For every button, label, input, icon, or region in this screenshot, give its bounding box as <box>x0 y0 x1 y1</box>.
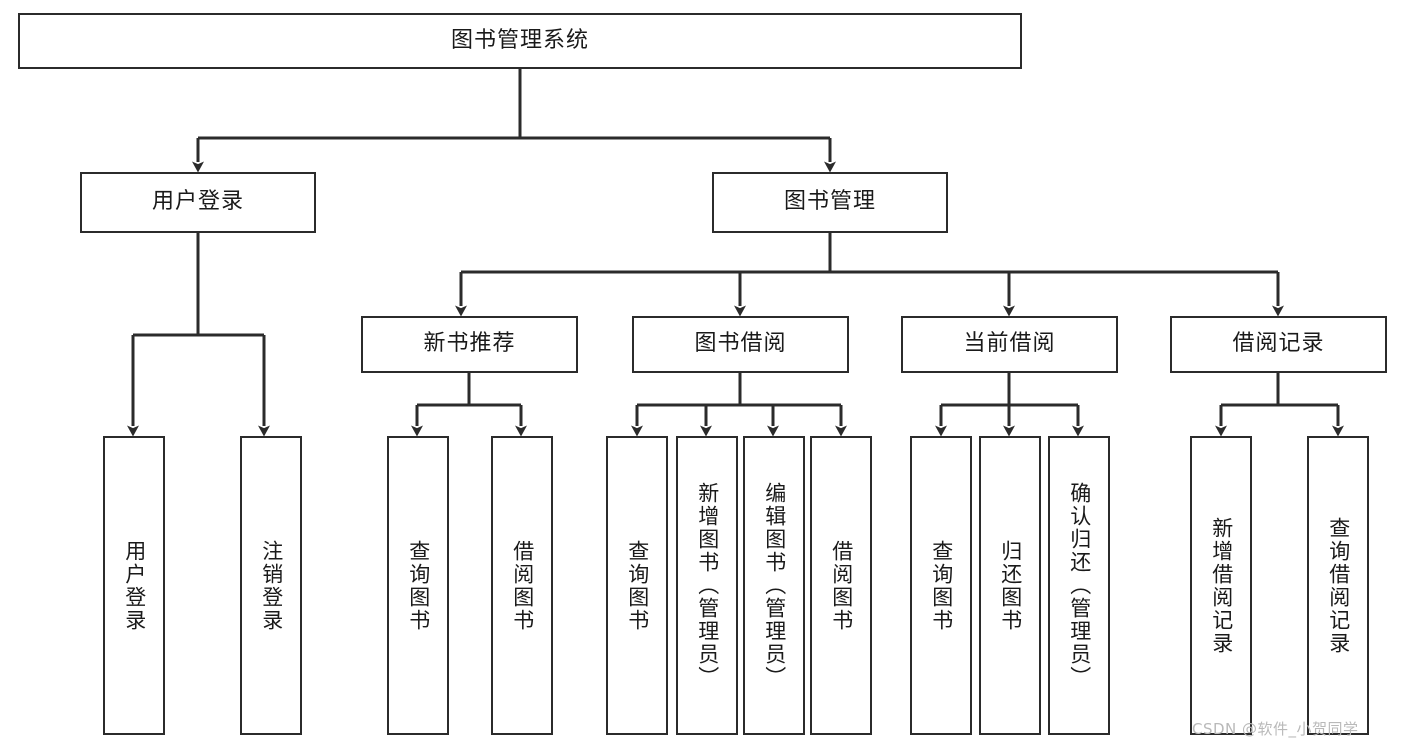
node-book-borrow-label: 图书借阅 <box>694 331 787 357</box>
node-leaf-add-record-label: 新增借阅记录 <box>1209 516 1234 655</box>
node-current-borrow-label: 当前借阅 <box>963 331 1056 357</box>
node-leaf-add-book[interactable]: 新增图书（管理员） <box>676 436 738 735</box>
node-leaf-add-record[interactable]: 新增借阅记录 <box>1190 436 1252 735</box>
node-leaf-query-book-1-label: 查询图书 <box>406 539 431 632</box>
node-leaf-user-logout-label: 注销登录 <box>259 539 284 632</box>
node-leaf-user-logout[interactable]: 注销登录 <box>240 436 302 735</box>
node-leaf-query-book-1[interactable]: 查询图书 <box>387 436 449 735</box>
node-leaf-return-book-label: 归还图书 <box>998 539 1023 632</box>
node-leaf-query-record-label: 查询借阅记录 <box>1326 516 1351 655</box>
node-leaf-borrow-book-1-label: 借阅图书 <box>510 539 535 632</box>
watermark-text: CSDN @软件_小贺同学 <box>1192 720 1359 738</box>
node-borrow-record[interactable]: 借阅记录 <box>1170 316 1387 373</box>
node-leaf-borrow-book-2[interactable]: 借阅图书 <box>810 436 872 735</box>
node-current-borrow[interactable]: 当前借阅 <box>901 316 1118 373</box>
node-leaf-query-book-3-label: 查询图书 <box>929 539 954 632</box>
node-book-manage-label: 图书管理 <box>783 189 876 215</box>
node-leaf-confirm-return[interactable]: 确认归还（管理员） <box>1048 436 1110 735</box>
node-root[interactable]: 图书管理系统 <box>18 13 1022 69</box>
node-leaf-borrow-book-2-label: 借阅图书 <box>829 539 854 632</box>
node-book-manage[interactable]: 图书管理 <box>712 172 948 233</box>
node-leaf-user-login[interactable]: 用户登录 <box>103 436 165 735</box>
node-leaf-user-login-label: 用户登录 <box>122 539 147 632</box>
node-leaf-borrow-book-1[interactable]: 借阅图书 <box>491 436 553 735</box>
node-user-login[interactable]: 用户登录 <box>80 172 316 233</box>
node-user-login-label: 用户登录 <box>151 189 244 215</box>
node-leaf-return-book[interactable]: 归还图书 <box>979 436 1041 735</box>
node-borrow-record-label: 借阅记录 <box>1232 331 1325 357</box>
node-book-borrow[interactable]: 图书借阅 <box>632 316 849 373</box>
node-leaf-confirm-return-label: 确认归还（管理员） <box>1067 482 1092 689</box>
node-leaf-query-book-2-label: 查询图书 <box>625 539 650 632</box>
node-new-book-recommend[interactable]: 新书推荐 <box>361 316 578 373</box>
node-leaf-edit-book-label: 编辑图书（管理员） <box>762 482 787 689</box>
node-leaf-add-book-label: 新增图书（管理员） <box>695 482 720 689</box>
node-new-book-recommend-label: 新书推荐 <box>423 331 516 357</box>
node-leaf-query-book-2[interactable]: 查询图书 <box>606 436 668 735</box>
node-leaf-edit-book[interactable]: 编辑图书（管理员） <box>743 436 805 735</box>
node-root-label: 图书管理系统 <box>450 27 589 53</box>
node-leaf-query-record[interactable]: 查询借阅记录 <box>1307 436 1369 735</box>
node-leaf-query-book-3[interactable]: 查询图书 <box>910 436 972 735</box>
